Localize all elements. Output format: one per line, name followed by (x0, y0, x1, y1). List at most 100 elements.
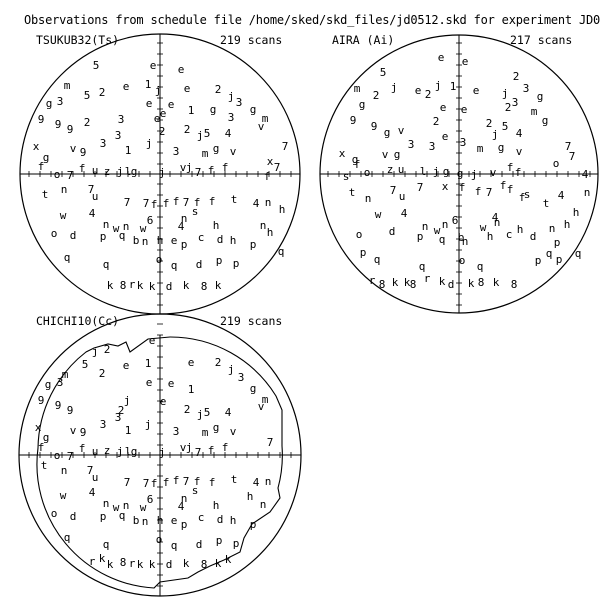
scan-marker: q (419, 260, 426, 273)
scan-marker: e (171, 514, 178, 527)
scan-marker: r (424, 272, 431, 285)
scan-marker: n (181, 492, 188, 505)
scan-marker: k (99, 552, 106, 565)
scan-marker: g (352, 153, 359, 166)
scan-marker: q (575, 247, 582, 260)
scan-marker: q (119, 229, 126, 242)
scan-marker: n (260, 219, 267, 232)
scan-marker: 6 (147, 214, 154, 227)
scan-marker: 9 (38, 394, 45, 407)
scan-marker: q (477, 260, 484, 273)
scan-marker: 7 (282, 140, 289, 153)
scan-marker: p (417, 230, 424, 243)
scan-marker: q (103, 258, 110, 271)
scan-marker: e (160, 395, 167, 408)
scan-marker: j (159, 166, 166, 179)
scan-marker: b (458, 231, 465, 244)
scan-marker: 2 (118, 404, 125, 417)
scan-marker: k (493, 276, 500, 289)
scan-marker: 3 (100, 418, 107, 431)
scan-marker: 7 (143, 477, 150, 490)
scan-marker: h (157, 514, 164, 527)
scan-marker: 1 (188, 383, 195, 396)
scan-marker: k (137, 279, 144, 292)
scan-marker: g (131, 445, 138, 458)
scan-marker: 2 (184, 403, 191, 416)
scan-marker: s (192, 205, 199, 218)
scan-marker: g (213, 421, 220, 434)
scan-marker: g (46, 97, 53, 110)
scan-marker: h (517, 223, 524, 236)
scan-marker: j (197, 129, 204, 142)
scan-marker: 9 (38, 113, 45, 126)
scan-marker: 8 (120, 279, 127, 292)
scan-count: 219 scans (220, 33, 282, 47)
scan-marker: 7 (124, 476, 131, 489)
scan-marker: k (392, 276, 399, 289)
scan-marker: e (473, 84, 480, 97)
scan-marker: f (79, 442, 86, 455)
scan-marker: 7 (274, 161, 281, 174)
scan-marker: 3 (100, 137, 107, 150)
scan-marker: l (125, 445, 132, 458)
scan-marker: n (142, 515, 149, 528)
scan-marker: h (564, 218, 571, 231)
scan-marker: d (166, 558, 173, 571)
scan-marker: e (171, 234, 178, 247)
scan-marker: v (516, 145, 523, 158)
scan-marker: f (208, 164, 215, 177)
scan-marker: j (228, 363, 235, 376)
scan-marker: d (196, 258, 203, 271)
scan-marker: l (125, 165, 132, 178)
scan-marker: 1 (145, 357, 152, 370)
scan-marker: u (92, 190, 99, 203)
scan-marker: k (183, 557, 190, 570)
scan-marker: 3 (460, 136, 467, 149)
scan-marker: g (359, 98, 366, 111)
scan-marker: 7 (569, 150, 576, 163)
scan-marker: 3 (512, 96, 519, 109)
scan-marker: j (471, 168, 478, 181)
scan-marker: e (150, 59, 157, 72)
scan-marker: 9 (55, 399, 62, 412)
scan-marker: f (507, 161, 514, 174)
scan-marker: 9 (55, 118, 62, 131)
scan-marker: 7 (486, 186, 493, 199)
scan-marker: n (103, 497, 110, 510)
scan-marker: s (343, 170, 350, 183)
scan-marker: z (104, 444, 111, 457)
scan-marker: e (146, 97, 153, 110)
figure-title: Observations from schedule file /home/sk… (24, 13, 600, 27)
scan-marker: f (264, 170, 271, 183)
scan-marker: w (60, 489, 67, 502)
station-label: TSUKUB32(Ts) (36, 33, 119, 47)
scan-marker: 4 (516, 127, 523, 140)
scan-marker: q (546, 247, 553, 260)
scan-marker: 3 (115, 129, 122, 142)
scan-marker: q (103, 538, 110, 551)
scan-marker: q (278, 245, 285, 258)
scan-marker: p (181, 238, 188, 251)
scan-marker: p (554, 236, 561, 249)
scan-marker: q (171, 539, 178, 552)
scan-marker: 5 (204, 127, 211, 140)
scan-marker: q (439, 233, 446, 246)
scan-marker: f (500, 179, 507, 192)
scan-count: 217 scans (510, 33, 572, 47)
scan-marker: n (365, 192, 372, 205)
scan-marker: 7 (67, 450, 74, 463)
scan-marker: j (145, 418, 152, 431)
scan-marker: n (142, 235, 149, 248)
scan-marker: j (433, 165, 440, 178)
scan-marker: c (198, 231, 205, 244)
scan-marker: m (262, 112, 269, 125)
scan-marker: o (364, 166, 371, 179)
scan-marker: 2 (215, 83, 222, 96)
scan-marker: 4 (582, 168, 589, 181)
scan-marker: 8 (478, 276, 485, 289)
scan-marker: 2 (184, 123, 191, 136)
scan-marker: 5 (93, 59, 100, 72)
scan-marker: k (215, 279, 222, 292)
scan-marker: n (442, 218, 449, 231)
